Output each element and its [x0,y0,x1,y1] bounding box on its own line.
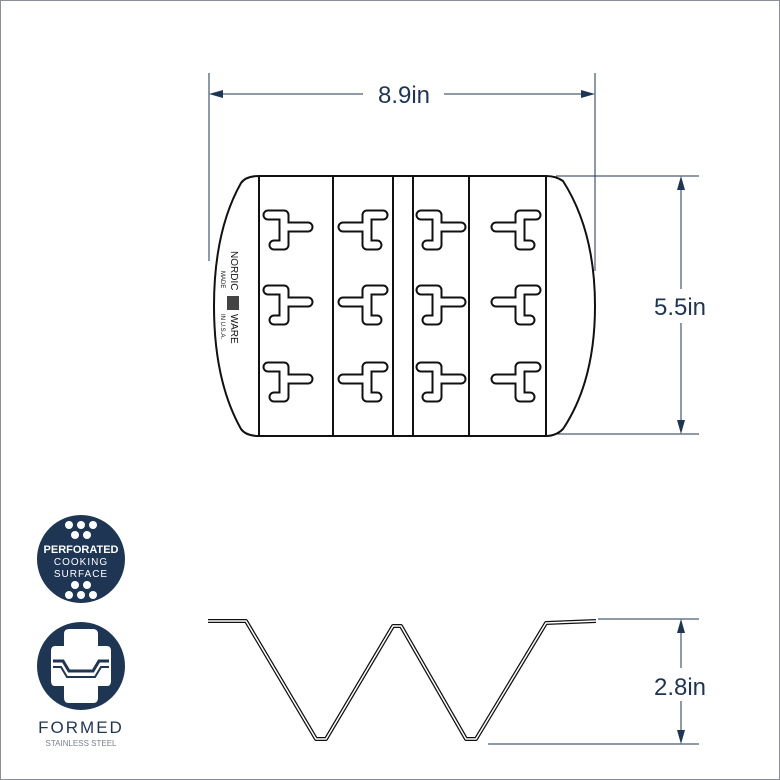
slot-icon [343,290,383,320]
slot-icon [268,215,308,245]
height-label: 2.8in [654,674,706,701]
tray-side-profile [208,619,597,741]
slot-icon [421,367,461,397]
width-label: 8.9in [378,82,430,109]
slot-icon [496,290,536,320]
logo-emblem-icon [227,296,239,310]
perforations [268,215,536,397]
badge-line-3: SURFACE [54,569,108,580]
slot-icon [343,215,383,245]
length-label: 5.5in [654,294,706,321]
logo-origin: IN U.S.A. [219,314,225,339]
brand-logo: NORDIC WARE MADE IN U.S.A. [219,251,239,344]
slot-icon [268,367,308,397]
formed-title: FORMED [38,718,124,737]
logo-made: MADE [219,271,225,288]
perforated-badge: PERFORATED COOKING SURFACE [37,515,125,603]
slot-icon [268,290,308,320]
length-dimension [556,175,699,435]
badge-line-2: COOKING [54,557,108,568]
formed-subtitle: STAINLESS STEEL [46,739,118,748]
width-dimension [208,73,596,271]
slot-icon [421,290,461,320]
perforated-icon [65,521,97,599]
height-dimension [488,618,699,745]
logo-brand-1: NORDIC [228,251,239,290]
badge-line-1: PERFORATED [44,544,119,556]
formed-badge [37,622,125,710]
slot-icon [496,367,536,397]
logo-brand-2: WARE [228,314,239,344]
tray-top-view [212,175,597,437]
slot-icon [421,215,461,245]
slot-icon [343,367,383,397]
formed-steel-icon [51,629,111,703]
slot-icon [496,215,536,245]
